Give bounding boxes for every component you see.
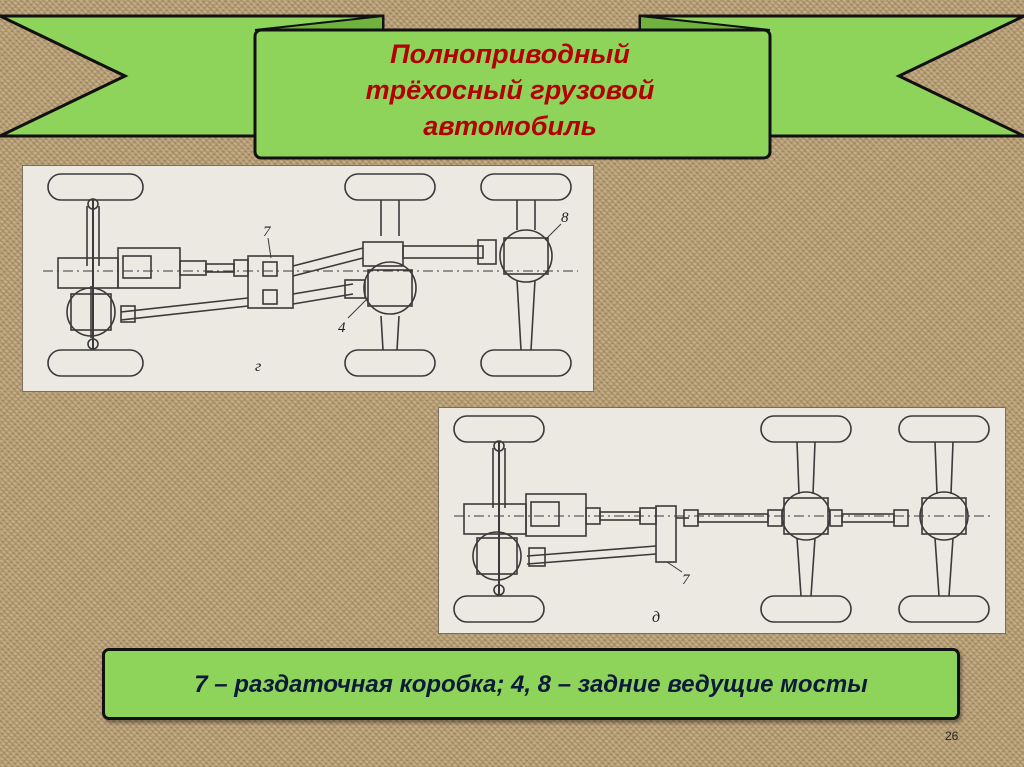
middle-left-wheel [344,173,436,201]
title-banner [0,14,1024,160]
front-differential [472,531,522,581]
page-number: 26 [945,729,959,743]
rear-right-wheel [480,349,572,377]
label-7: 7 [263,224,272,240]
label-7: 7 [682,572,691,588]
drivetrain-diagram-d: 7 д [438,407,1006,634]
drivetrain-diagram-g: 7 4 8 г [22,165,594,392]
title-line-3: автомобиль [423,111,597,141]
part-letter-g: г [255,358,261,375]
part-letter-d: д [652,609,660,626]
slide-title: Полноприводный трёхосный грузовой автомо… [265,36,755,144]
transfer-case-7 [655,505,677,563]
transfer-case-7 [247,255,294,309]
label-4: 4 [338,320,346,336]
label-8: 8 [561,210,569,226]
legend-box: 7 – раздаточная коробка; 4, 8 – задние в… [102,648,960,720]
middle-right-wheel [344,349,436,377]
front-right-wheel [47,349,144,377]
rear-left-wheel [480,173,572,201]
front-left-wheel [47,173,144,201]
gearbox [117,247,181,289]
legend-text: 7 – раздаточная коробка; 4, 8 – задние в… [194,671,868,698]
engine [57,257,119,289]
middle-axle-4 [363,261,417,315]
title-line-1: Полноприводный [390,39,630,69]
rear-axle-8 [499,229,553,283]
banner-center [253,28,772,160]
title-line-2: трёхосный грузовой [365,75,655,105]
